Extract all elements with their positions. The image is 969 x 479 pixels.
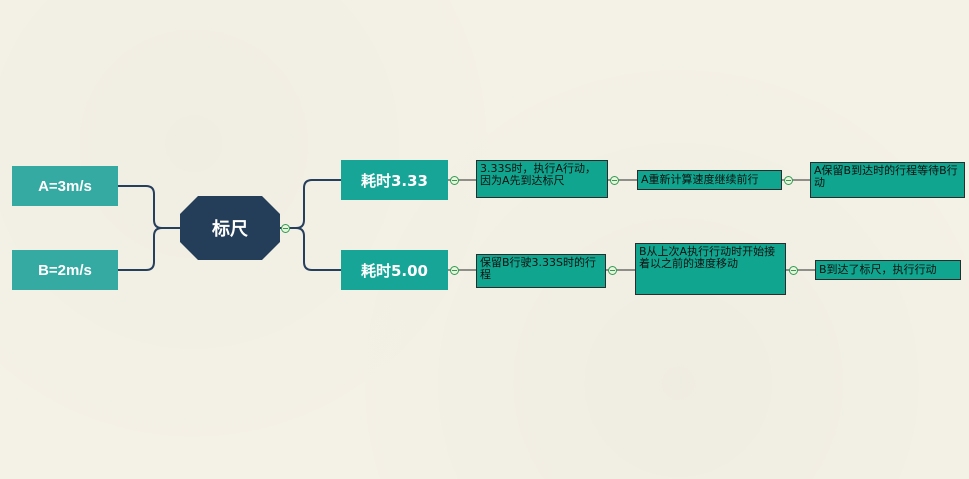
- subtopic-branch1-step3[interactable]: A保留B到达时的行程等待B行动: [810, 162, 965, 198]
- collapse-toggle-icon[interactable]: [608, 266, 617, 275]
- subtopic-branch2-step2-text: B从上次A执行行动时开始接着以之前的速度移动: [639, 245, 776, 270]
- central-topic-label: 标尺: [212, 219, 248, 240]
- topic-speed-a-label: A=3m/s: [38, 177, 92, 195]
- collapse-toggle-icon[interactable]: [450, 266, 459, 275]
- connector-speed-a: [118, 185, 180, 229]
- topic-speed-a[interactable]: A=3m/s: [12, 166, 118, 206]
- connector-center-time1: [280, 179, 341, 229]
- subtopic-branch2-step1[interactable]: 保留B行驶3.33S时的行程: [476, 254, 606, 288]
- subtopic-branch1-step3-text: A保留B到达时的行程等待B行动: [814, 164, 958, 189]
- subtopic-branch1-step2-text: A重新计算速度继续前行: [641, 173, 759, 186]
- connector-center-time2: [280, 227, 341, 271]
- collapse-toggle-icon[interactable]: [281, 224, 290, 233]
- subtopic-branch1-step2[interactable]: A重新计算速度继续前行: [637, 170, 782, 190]
- subtopic-branch2-step1-text: 保留B行驶3.33S时的行程: [480, 256, 597, 281]
- topic-time-5-00-label: 耗时5.00: [360, 261, 428, 280]
- topic-time-3-33[interactable]: 耗时3.33: [341, 160, 448, 200]
- collapse-toggle-icon[interactable]: [450, 176, 459, 185]
- subtopic-branch2-step3[interactable]: B到达了标尺，执行行动: [815, 260, 961, 280]
- central-topic-octagon-shape: [180, 196, 280, 260]
- collapse-toggle-icon[interactable]: [789, 266, 798, 275]
- subtopic-branch2-step3-text: B到达了标尺，执行行动: [819, 263, 937, 276]
- subtopic-branch1-step1[interactable]: 3.33S时，执行A行动，因为A先到达标尺: [476, 160, 608, 198]
- topic-time-5-00[interactable]: 耗时5.00: [341, 250, 448, 290]
- topic-speed-b-label: B=2m/s: [38, 261, 92, 279]
- subtopic-branch1-step1-text: 3.33S时，执行A行动，因为A先到达标尺: [480, 162, 596, 187]
- connector-speed-b: [118, 227, 180, 271]
- collapse-toggle-icon[interactable]: [784, 176, 793, 185]
- topic-time-3-33-label: 耗时3.33: [360, 171, 428, 190]
- subtopic-branch2-step2[interactable]: B从上次A执行行动时开始接着以之前的速度移动: [635, 243, 786, 295]
- central-topic[interactable]: 标尺: [180, 196, 280, 260]
- collapse-toggle-icon[interactable]: [610, 176, 619, 185]
- topic-speed-b[interactable]: B=2m/s: [12, 250, 118, 290]
